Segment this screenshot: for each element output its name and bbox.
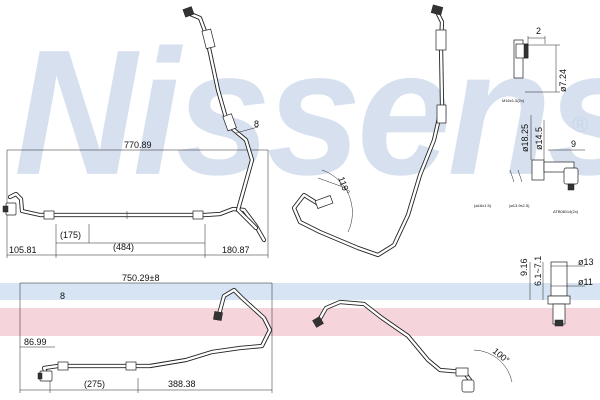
upper-angle-label: 119°	[336, 175, 352, 196]
upper-hose-side-view	[2, 191, 267, 243]
middle-hose-iso-view	[291, 4, 447, 258]
brand-watermark: Nissens	[14, 13, 600, 213]
upper-dimension-frame	[6, 149, 269, 258]
lower-left-end: 86.99	[24, 337, 47, 347]
upper-bracket-spacing: (175)	[60, 230, 81, 240]
blue-band	[0, 283, 600, 300]
lower-hose-side-view	[37, 287, 273, 382]
lower-dimension-frame	[19, 282, 273, 393]
pink-band	[0, 308, 600, 336]
detail-b-dim-3: 9	[571, 139, 576, 149]
upper-overall-length: 770.89	[124, 140, 152, 150]
detail-c-dim-3: ø13	[578, 257, 594, 267]
detail-a-width: 2	[536, 26, 541, 36]
detail-b-dim-1: ø18.25	[520, 124, 530, 152]
detail-c-fitting	[529, 261, 585, 327]
lower-bracket-spacing: (275)	[84, 379, 105, 389]
upper-left-end: 105.81	[9, 245, 37, 255]
detail-b-caption: ATB08114(2x)	[553, 209, 579, 214]
detail-b-fitting	[509, 115, 585, 191]
detail-c-dim-4: ø11	[578, 277, 593, 287]
detail-c-dim-2: 6.1~7.1	[533, 256, 543, 286]
detail-c-dim-1: 9.16	[519, 258, 529, 276]
lower-right-end: 388.38	[168, 379, 196, 389]
detail-b-thread-2: (ø13.9x2.5)	[509, 203, 530, 208]
detail-a-fitting	[513, 36, 560, 93]
lower-label-a: 8	[60, 291, 65, 301]
detail-a-caption: M16x1.5(2x)	[502, 98, 525, 103]
detail-a-diameter: ø7.24	[558, 69, 568, 92]
upper-mid-span: (484)	[113, 242, 134, 252]
lower-hose-iso-view	[312, 299, 513, 393]
lower-overall-length: 750.29±8	[122, 273, 159, 283]
detail-b-thread-1: (ø16x1.5)	[474, 203, 492, 208]
detail-b-dim-2: ø14.5	[534, 127, 544, 150]
upper-hose-iso-view	[182, 6, 259, 231]
upper-iso-label: 8	[254, 119, 259, 129]
upper-right-end: 180.87	[222, 245, 250, 255]
lower-angle-label: 100°	[491, 346, 512, 366]
registered-mark: ®	[572, 112, 589, 137]
